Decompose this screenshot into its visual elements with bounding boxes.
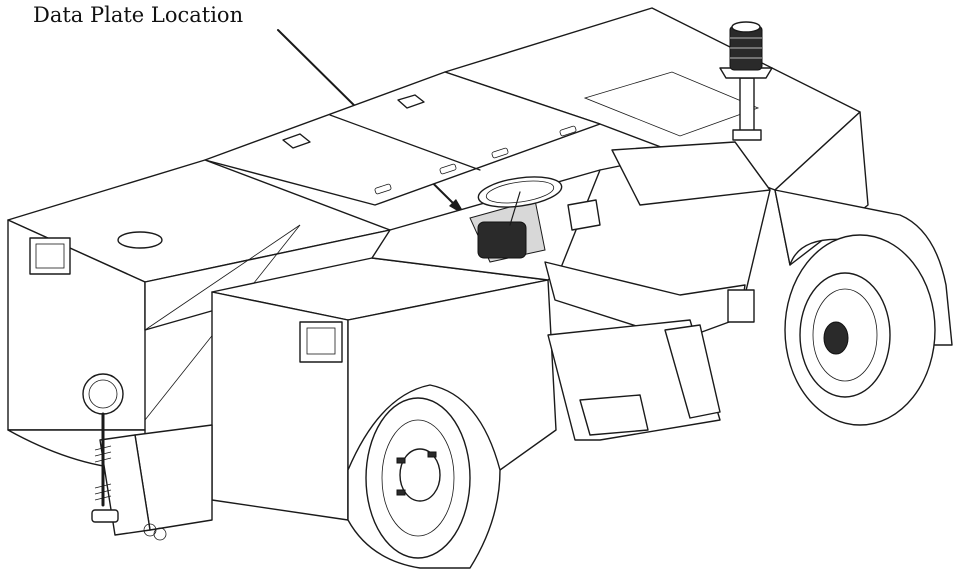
tow-hitch (82, 373, 213, 541)
engine-covers (204, 71, 601, 206)
beacon-light (719, 21, 773, 141)
data-plate-callout-label: Data Plate Location (33, 3, 244, 27)
rear-wheel (784, 234, 936, 426)
operator-compartment (371, 141, 771, 441)
front-wheel (347, 384, 501, 569)
